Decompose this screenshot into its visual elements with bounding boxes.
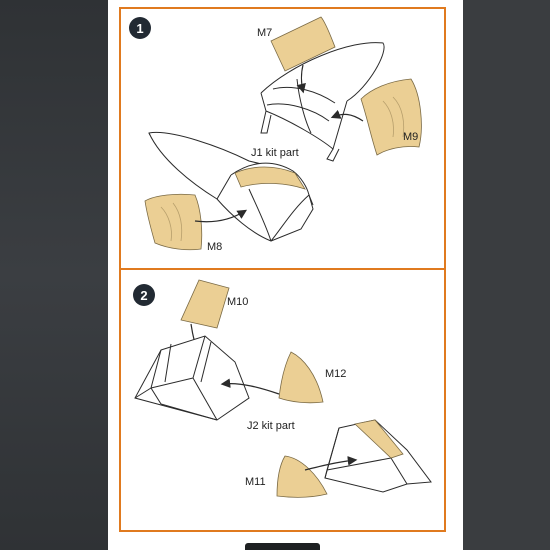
mask-strip-on-windscreen <box>354 419 404 459</box>
label-m11: M11 <box>245 476 266 488</box>
mask-m11 <box>276 455 328 498</box>
step-2-badge: 2 <box>133 284 155 306</box>
label-m7: M7 <box>257 27 273 39</box>
mask-m8 <box>144 193 203 251</box>
mask-m10 <box>180 279 230 329</box>
label-m8: M8 <box>207 241 223 253</box>
label-m9: M9 <box>403 131 419 143</box>
arrow-m7 <box>296 64 306 94</box>
instruction-sheet: 1 <box>108 0 463 550</box>
background-left <box>0 0 108 550</box>
step-2-panel: 2 <box>119 268 446 532</box>
label-m12: M12 <box>325 368 347 380</box>
mask-m7 <box>270 16 336 72</box>
step-1-badge: 1 <box>129 17 151 39</box>
step-1-drawing <box>144 16 422 251</box>
step-1-panel: 1 <box>119 7 446 270</box>
canopy-upper <box>260 42 385 162</box>
arrow-m11 <box>304 456 358 471</box>
step-2-drawing <box>134 279 432 498</box>
mask-m12 <box>278 351 324 404</box>
label-j2-kit-part: J2 kit part <box>247 420 295 432</box>
mask-strip-on-canopy <box>234 166 306 190</box>
background-right <box>463 0 550 550</box>
label-j1-kit-part: J1 kit part <box>251 147 299 159</box>
label-m10: M10 <box>227 296 249 308</box>
arrow-m9 <box>330 109 364 122</box>
arrow-m12 <box>220 378 280 395</box>
mask-m9 <box>360 78 422 156</box>
arrow-m8 <box>194 209 248 223</box>
windscreen-upper <box>134 335 250 421</box>
bottom-handle <box>245 543 320 550</box>
